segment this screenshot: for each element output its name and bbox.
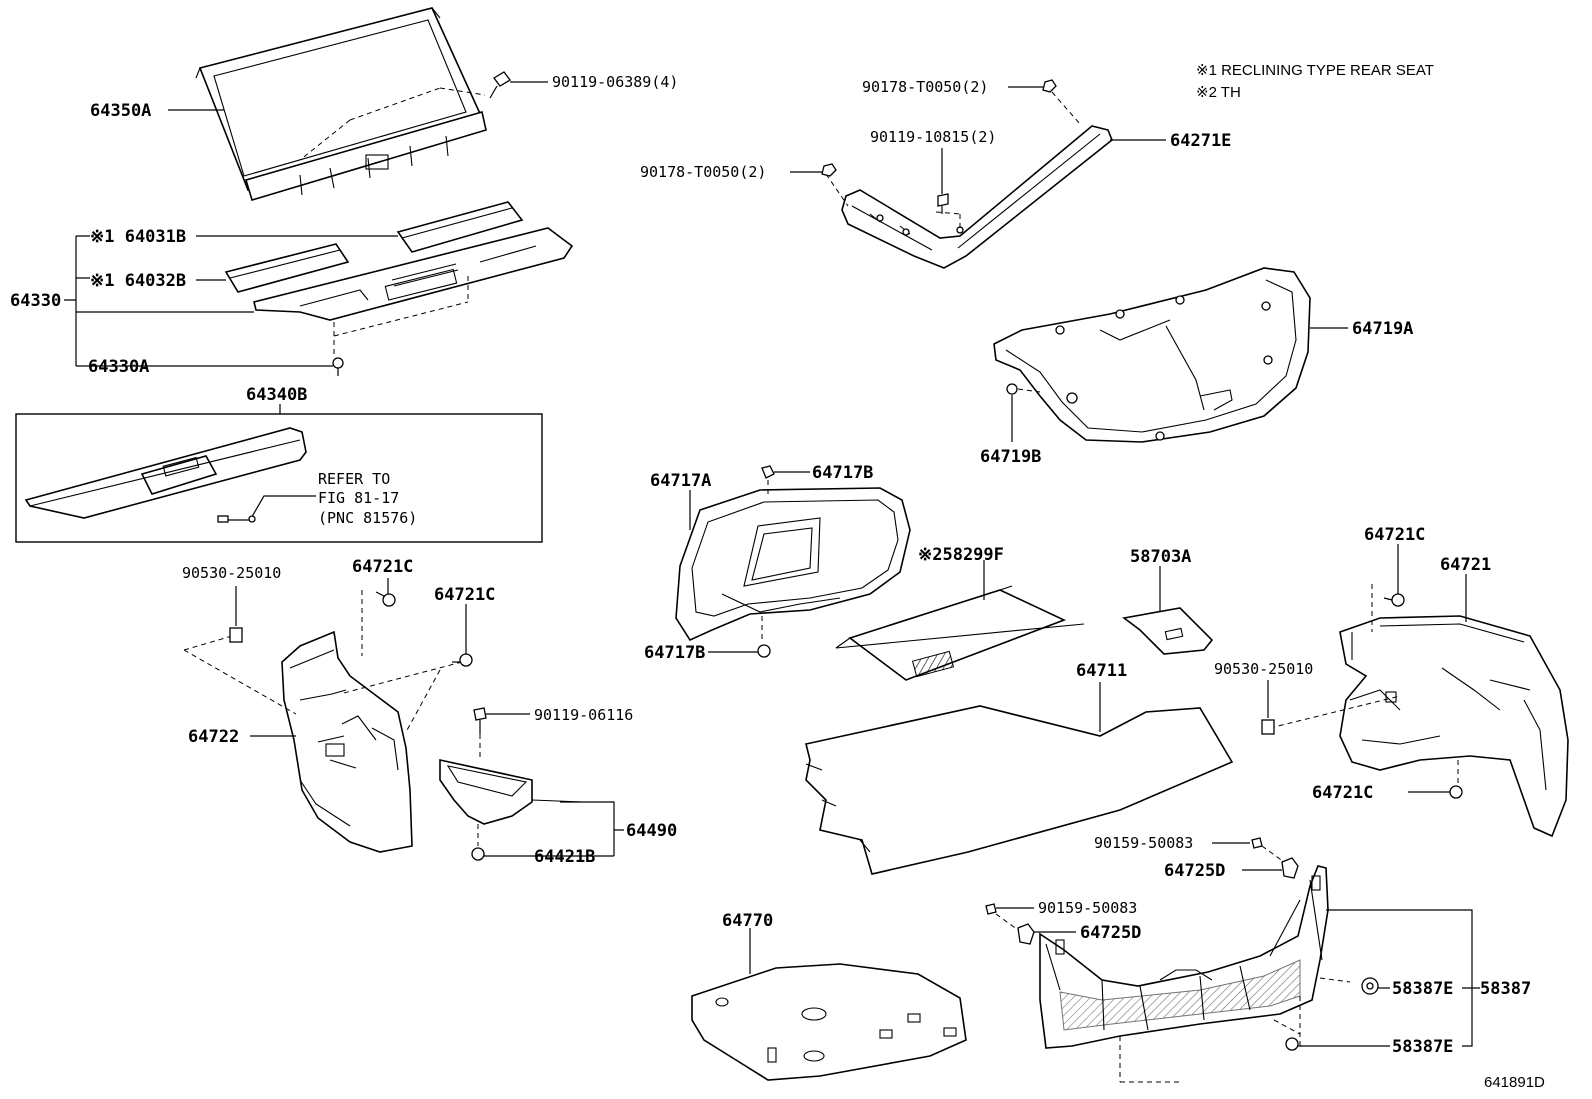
label-90159-50083-b: 90159-50083 — [1038, 899, 1137, 917]
clip-64717B-top-icon — [761, 465, 775, 479]
bolt-90119-06389-icon — [489, 71, 511, 99]
part-64271E-drawing — [841, 125, 1113, 269]
nut-90178-T0050-b-icon — [821, 163, 837, 177]
clip-58387E-a-icon — [1361, 977, 1379, 995]
label-64271E: 64271E — [1170, 131, 1231, 151]
label-64330A: 64330A — [88, 357, 149, 377]
refer-text-line2: FIG 81-17 — [318, 489, 399, 507]
label-64350A: 64350A — [90, 101, 151, 121]
label-64721C-left-a: 64721C — [352, 557, 413, 577]
part-64330-drawing — [253, 227, 574, 321]
note-reclining-type: ※1 RECLINING TYPE REAR SEAT — [1196, 62, 1434, 79]
label-64725D-a: 64725D — [1164, 861, 1225, 881]
bolt-90119-10815-icon — [937, 193, 949, 214]
clip-90530-25010-right-icon — [1261, 719, 1275, 735]
clip-90159-50083-a-icon — [1251, 837, 1263, 849]
part-64717A-drawing — [675, 487, 911, 642]
clip-64717B-bottom-icon — [757, 644, 771, 658]
part-64032B-drawing — [224, 243, 350, 293]
part-64719A-drawing — [993, 267, 1311, 443]
dash-64722-a — [183, 635, 233, 651]
label-64770: 64770 — [722, 911, 773, 931]
dash-64722-b — [183, 649, 297, 715]
refer-text-line3: (PNC 81576) — [318, 509, 417, 527]
clip-64721C-left-b-icon — [452, 653, 473, 667]
part-58387-drawing — [1039, 865, 1329, 1049]
clip-64719B-icon — [1006, 383, 1041, 395]
part-64770-drawing — [691, 963, 967, 1081]
part-64031B-drawing — [396, 201, 524, 253]
dash-64271E-c — [935, 211, 961, 215]
label-64725D-b: 64725D — [1080, 923, 1141, 943]
clip-64421B-icon — [471, 847, 485, 861]
part-64490-drawing — [439, 759, 583, 825]
bracket-58387 — [1326, 909, 1480, 1047]
label-64722: 64722 — [188, 727, 239, 747]
label-64717B-top: 64717B — [812, 463, 873, 483]
label-64717B-bottom: 64717B — [644, 643, 705, 663]
part-64721-drawing — [1339, 615, 1569, 838]
label-90159-50083-a: 90159-50083 — [1094, 834, 1193, 852]
label-64721C-left-b: 64721C — [434, 585, 495, 605]
bracket-64330 — [64, 235, 254, 367]
figure-code: 641891D — [1484, 1074, 1545, 1091]
dash-64722-d — [339, 661, 463, 695]
dash-64721-b — [1269, 695, 1401, 729]
label-90530-25010-left: 90530-25010 — [182, 564, 281, 582]
label-64721: 64721 — [1440, 555, 1491, 575]
label-58387E-b: 58387E — [1392, 1037, 1453, 1057]
part-64722-drawing — [281, 630, 413, 853]
label-64421B: 64421B — [534, 847, 595, 867]
part-58703A-drawing — [1122, 607, 1214, 655]
part-64350A-drawing — [195, 7, 487, 201]
refer-text-line1: REFER TO — [318, 470, 390, 488]
label-90530-25010-right: 90530-25010 — [1214, 660, 1313, 678]
label-64721C-right-top: 64721C — [1364, 525, 1425, 545]
label-90119-10815: 90119-10815(2) — [870, 128, 996, 146]
dash-64271E-b — [825, 173, 849, 207]
note-th: ※2 TH — [1196, 84, 1241, 101]
label-64711: 64711 — [1076, 661, 1127, 681]
label-64719A: 64719A — [1352, 319, 1413, 339]
label-64340B: 64340B — [246, 385, 307, 405]
label-90119-06116: 90119-06116 — [534, 706, 633, 724]
label-64721C-right-bottom: 64721C — [1312, 783, 1373, 803]
connector-81576-icon — [217, 495, 316, 523]
label-64717A: 64717A — [650, 471, 711, 491]
dash-58387-e — [1273, 1019, 1301, 1035]
part-64340B-drawing — [24, 427, 307, 519]
label-58703A: 58703A — [1130, 547, 1191, 567]
label-64330: 64330 — [10, 291, 61, 311]
part-64711-drawing — [805, 705, 1234, 875]
label-58299F: ※258299F — [918, 545, 1004, 565]
label-64031B: ※1 64031B — [90, 227, 186, 247]
clip-64330A-icon — [332, 357, 344, 376]
bracket-64490 — [484, 801, 624, 857]
label-90178-T0050-b: 90178-T0050(2) — [640, 163, 766, 181]
clip-90159-50083-b-icon — [985, 903, 997, 915]
dash-58387-d — [1319, 977, 1351, 983]
clip-64721C-right-bottom-icon — [1449, 785, 1463, 799]
label-64032B: ※1 64032B — [90, 271, 186, 291]
label-58387: 58387 — [1480, 979, 1531, 999]
part-58299F-drawing — [835, 585, 1085, 681]
bolt-90119-06116-icon — [473, 707, 487, 734]
label-58387E-a: 58387E — [1392, 979, 1453, 999]
inset-box-64340B — [15, 413, 543, 543]
clip-64721C-right-top-icon — [1383, 593, 1405, 607]
clip-58387E-b-icon — [1285, 1037, 1299, 1051]
dash-64722-e — [405, 669, 441, 733]
label-90178-T0050-a: 90178-T0050(2) — [862, 78, 988, 96]
nut-90178-T0050-a-icon — [1042, 79, 1057, 93]
clip-64725D-a-icon — [1261, 845, 1299, 879]
clip-64725D-b-icon — [995, 913, 1035, 945]
clip-64721C-left-a-icon — [375, 591, 396, 607]
label-64490: 64490 — [626, 821, 677, 841]
dash-64271E-a — [1051, 91, 1081, 125]
clip-90530-25010-left-icon — [229, 627, 243, 643]
label-64719B: 64719B — [980, 447, 1041, 467]
label-90119-06389: 90119-06389(4) — [552, 73, 678, 91]
